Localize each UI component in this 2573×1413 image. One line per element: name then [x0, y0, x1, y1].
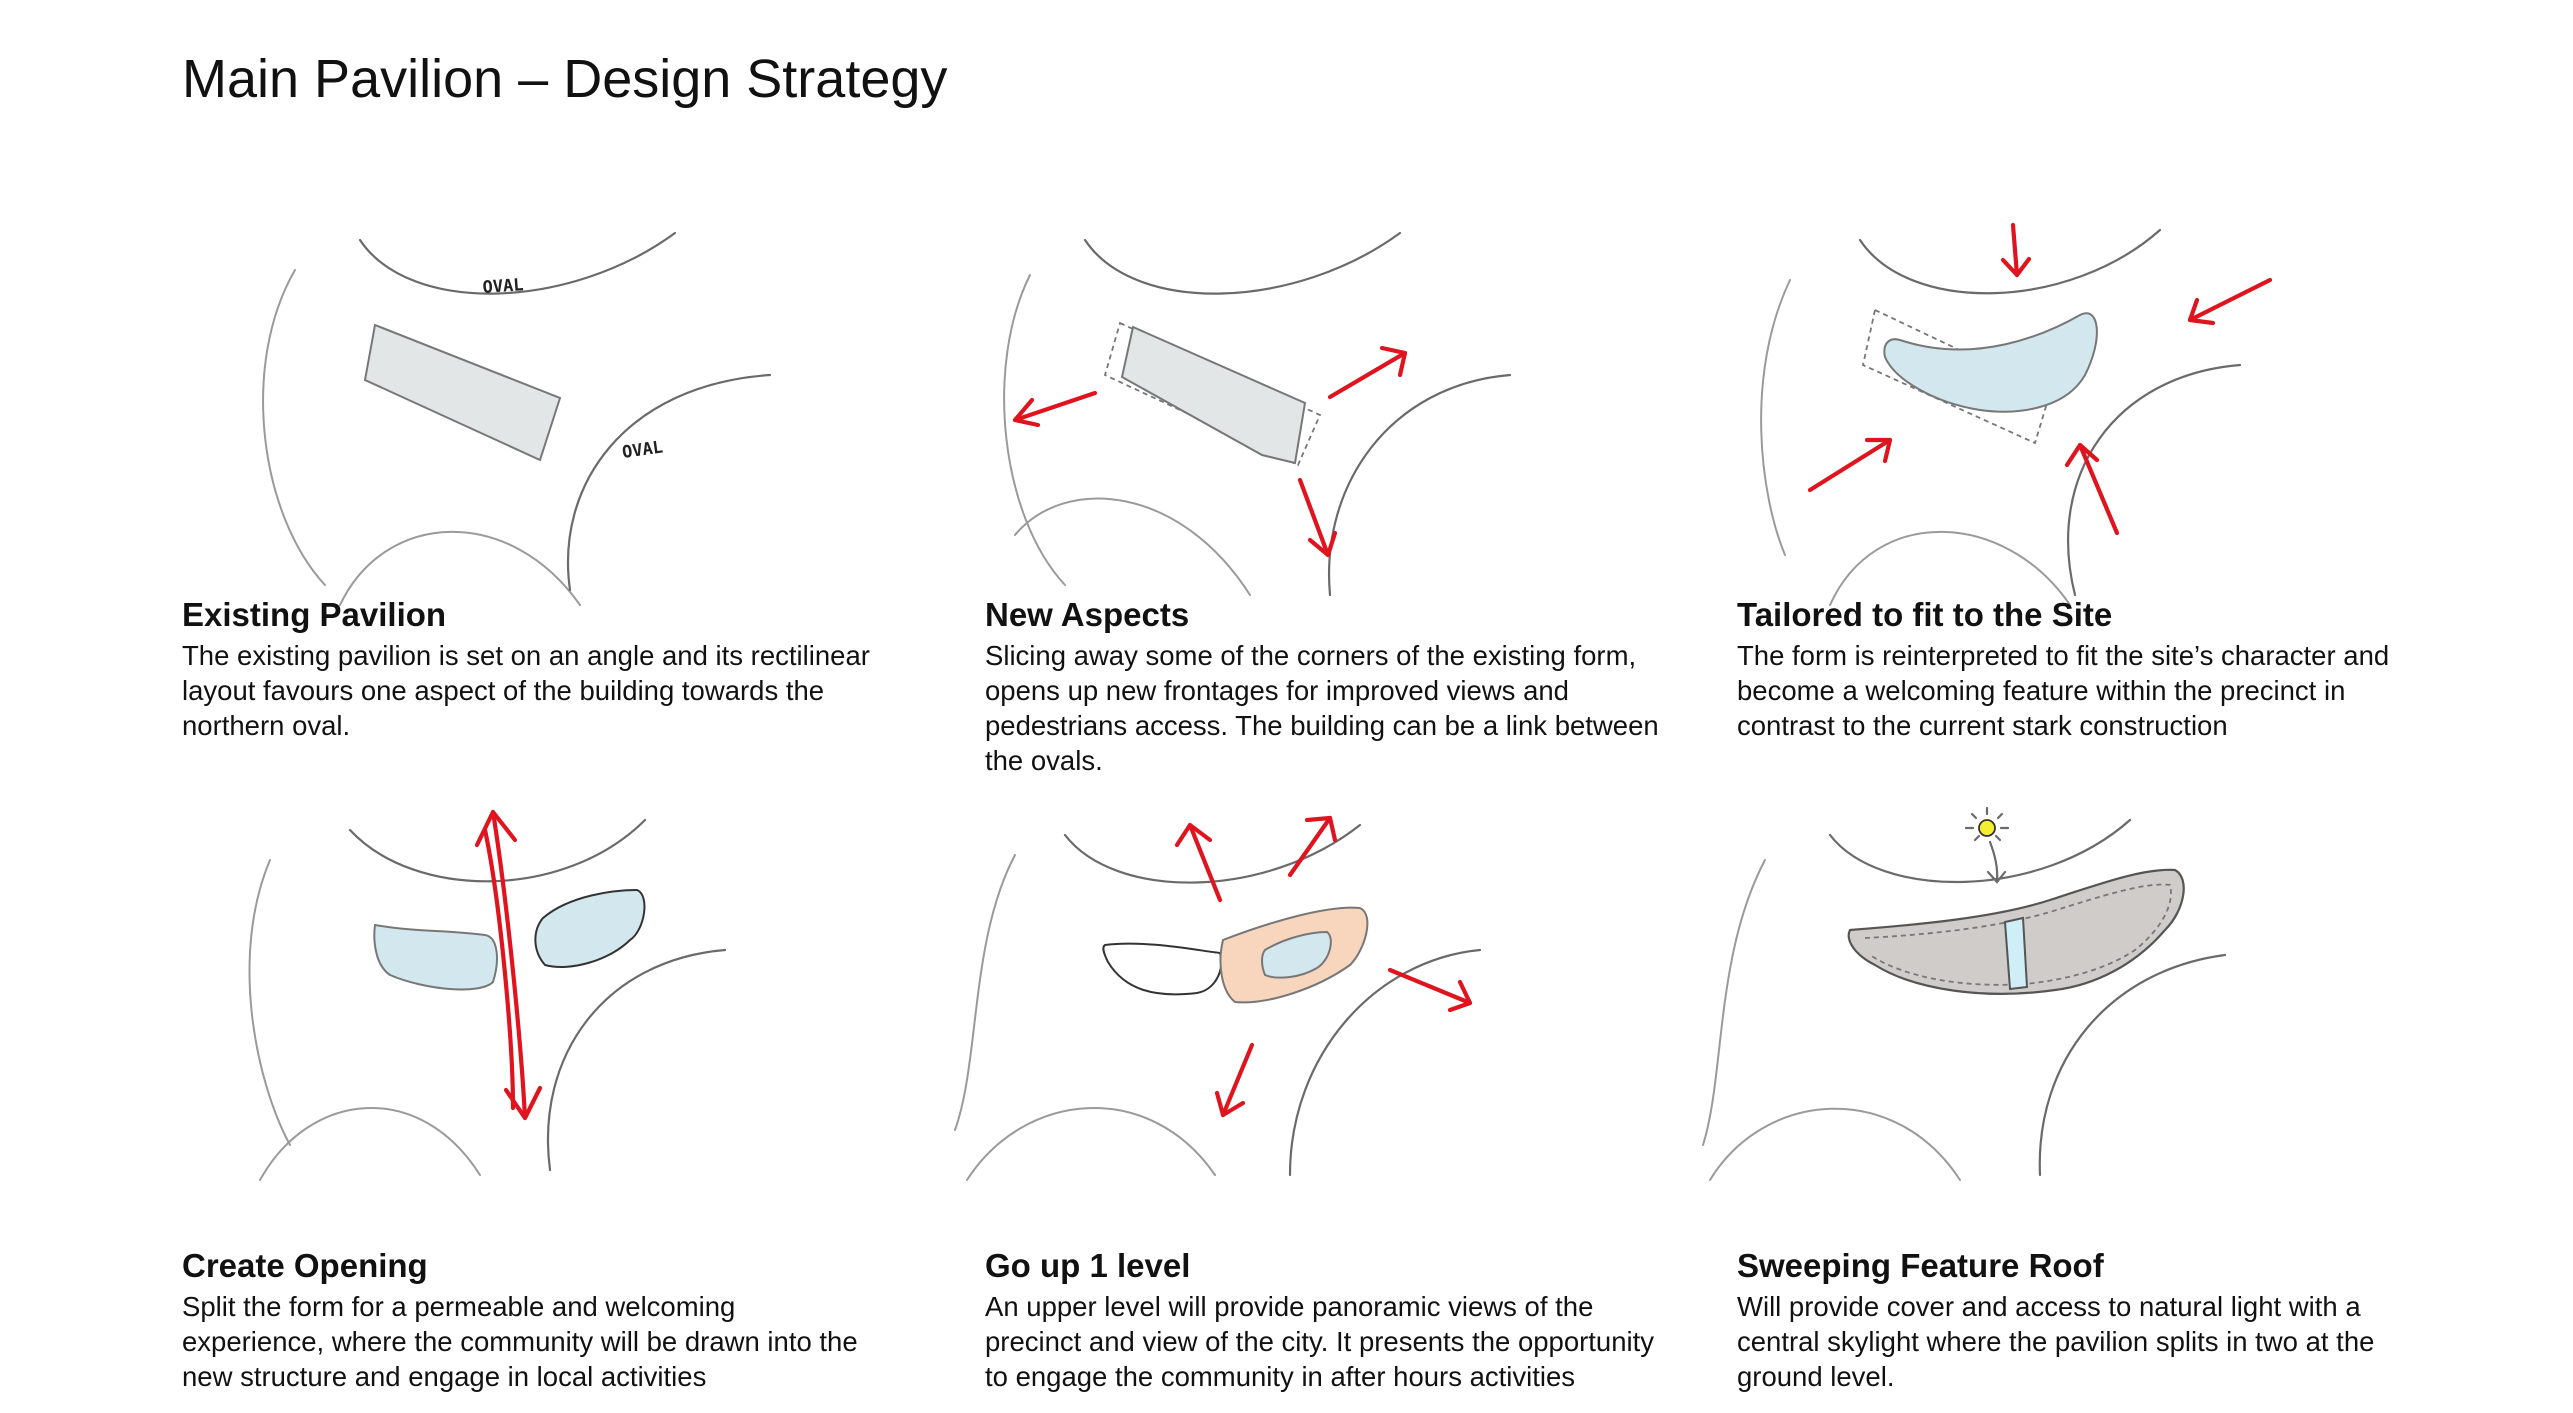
- oval-boundary-left: [1702, 859, 1766, 1146]
- caption-body: Slicing away some of the corners of the …: [985, 640, 1659, 776]
- sketch-tailored-to-site: [1745, 215, 2305, 615]
- caption-title: Sweeping Feature Roof: [1737, 1247, 2104, 1284]
- oval-boundary-bottom: [1829, 530, 2071, 606]
- oval-boundary-left: [954, 854, 1016, 1131]
- sketch-go-up-level: [954, 790, 1525, 1190]
- arrow-from-north-east: [2187, 277, 2273, 326]
- arrow-south: [1297, 477, 1338, 558]
- central-skylight: [2003, 916, 2029, 991]
- caption-title: Create Opening: [182, 1247, 428, 1284]
- oval-boundary-left: [262, 269, 326, 586]
- caption-title: Go up 1 level: [985, 1247, 1191, 1284]
- lower-level-form: [1102, 942, 1223, 996]
- pavilion-half-east: [534, 888, 646, 969]
- caption-body: Will provide cover and access to natural…: [1737, 1291, 2375, 1392]
- oval-boundary-right: [2038, 953, 2227, 1177]
- oval-boundary-top: [1858, 228, 2162, 295]
- oval-boundary-top: [1083, 231, 1402, 295]
- arrow-view-east: [1387, 967, 1473, 1013]
- oval-boundary-left: [248, 859, 291, 1146]
- oval-boundary-bottom: [1709, 1107, 1961, 1181]
- reshaped-pavilion-form: [1883, 312, 2098, 413]
- oval-boundary-right: [1327, 373, 1512, 597]
- caption-go-up-level: Go up 1 level An upper level will provid…: [985, 1247, 1675, 1394]
- oval-label-north: OVAL: [482, 275, 524, 298]
- caption-title: Tailored to fit to the Site: [1737, 596, 2113, 633]
- oval-boundary-top: [348, 818, 647, 883]
- oval-boundary-right: [546, 948, 727, 1172]
- oval-boundary-bottom: [259, 1107, 481, 1181]
- arrow-from-south-west: [1807, 437, 1893, 493]
- arrow-from-north: [2000, 222, 2032, 278]
- arrow-north-east: [1327, 345, 1408, 400]
- arrow-view-north-east: [1287, 815, 1338, 878]
- caption-create-opening: Create Opening Split the form for a perm…: [182, 1247, 872, 1394]
- upper-level-glazing: [1261, 930, 1332, 979]
- oval-boundary-top: [1828, 818, 2132, 883]
- oval-boundary-right: [1288, 948, 1482, 1177]
- arrow-from-south-east: [2064, 442, 2120, 536]
- caption-body: Split the form for a permeable and welco…: [182, 1291, 858, 1392]
- caption-title: Existing Pavilion: [182, 596, 447, 633]
- sketch-create-opening-drawing: [248, 809, 727, 1181]
- oval-boundary-left: [1760, 279, 1791, 556]
- caption-title: New Aspects: [985, 596, 1190, 633]
- caption-new-aspects: New Aspects Slicing away some of the cor…: [985, 596, 1675, 778]
- sketch-create-opening: [225, 790, 785, 1190]
- sketch-existing-pavilion-drawing: OVAL OVAL: [262, 231, 772, 606]
- double-arrow-through-opening: [474, 809, 543, 1121]
- caption-feature-roof: Sweeping Feature Roof Will provide cover…: [1737, 1247, 2427, 1394]
- arrow-view-north-west: [1174, 822, 1223, 903]
- sketch-go-up-level-drawing: [954, 815, 1482, 1181]
- sketch-new-aspects-drawing: [1003, 231, 1512, 597]
- caption-tailored-to-site: Tailored to fit to the Site The form is …: [1737, 596, 2427, 743]
- existing-pavilion-block: [363, 323, 562, 462]
- arrow-west: [1012, 390, 1098, 428]
- caption-existing-pavilion: Existing Pavilion The existing pavilion …: [182, 596, 872, 743]
- page-title: Main Pavilion – Design Strategy: [182, 49, 948, 109]
- sketch-feature-roof: [1702, 790, 2265, 1190]
- caption-body: The existing pavilion is set on an angle…: [182, 640, 870, 741]
- sketch-tailored-to-site-drawing: [1760, 222, 2273, 606]
- sun-icon: [1964, 806, 2010, 884]
- caption-body: An upper level will provide panoramic vi…: [985, 1291, 1655, 1392]
- sliced-pavilion-block: [1120, 325, 1307, 465]
- oval-boundary-top: [358, 231, 677, 295]
- sketch-existing-pavilion: OVAL OVAL: [225, 215, 785, 615]
- oval-boundary-right: [566, 373, 772, 592]
- caption-body: The form is reinterpreted to fit the sit…: [1737, 640, 2390, 741]
- arrow-view-south: [1214, 1042, 1255, 1118]
- sketch-new-aspects: [1003, 215, 1570, 615]
- oval-boundary-bottom: [966, 1107, 1216, 1181]
- oval-label-east: OVAL: [621, 437, 664, 463]
- pavilion-half-west: [373, 923, 498, 991]
- oval-boundary-bottom: [339, 530, 581, 606]
- oval-boundary-top: [1063, 823, 1362, 884]
- oval-boundary-right: [2066, 363, 2242, 597]
- sketch-feature-roof-drawing: [1702, 806, 2227, 1181]
- oval-boundary-left: [1003, 274, 1066, 586]
- oval-boundary-bottom: [1014, 497, 1251, 596]
